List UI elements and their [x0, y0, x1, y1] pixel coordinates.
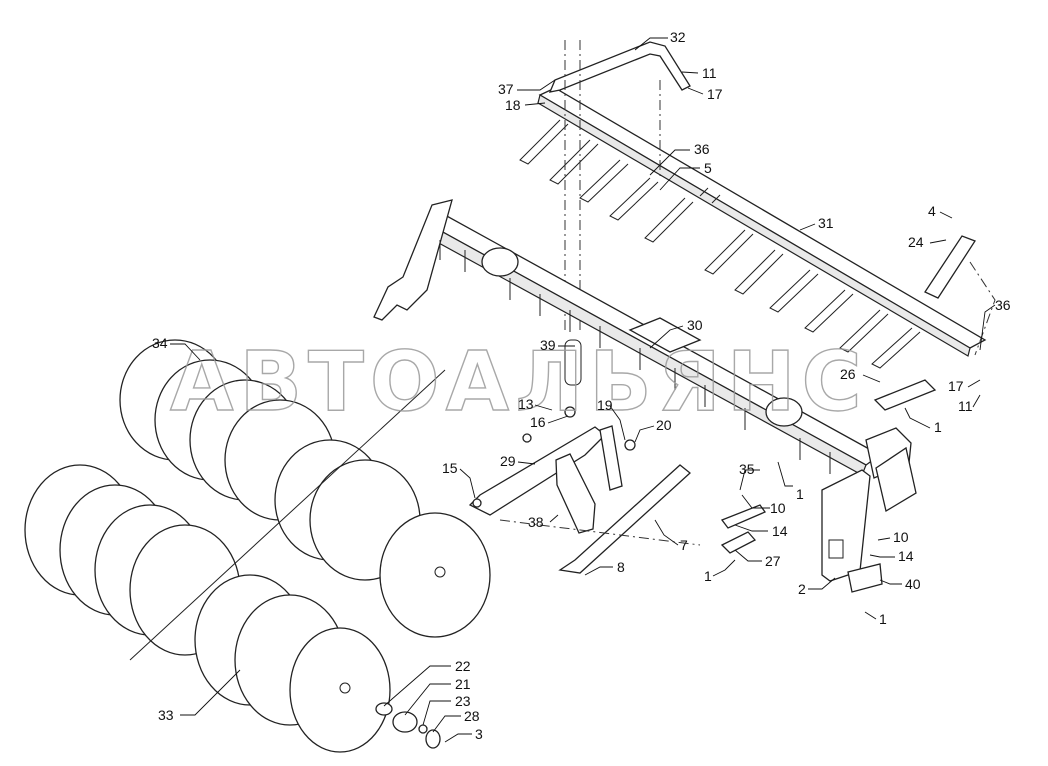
callout-label: 15	[442, 460, 458, 476]
callout-label: 40	[905, 576, 921, 592]
callout-label: 8	[617, 559, 625, 575]
callout-label: 37	[498, 81, 514, 97]
callout-label: 39	[540, 337, 556, 353]
callout-label: 32	[670, 29, 686, 45]
callout-label: 10	[770, 500, 786, 516]
callout-label: 4	[928, 203, 936, 219]
callout-label: 21	[455, 676, 471, 692]
callout-label: 16	[530, 414, 546, 430]
callout-label: 1	[879, 611, 887, 627]
upper-harrow-frame	[519, 40, 996, 411]
callout-label: 2	[798, 581, 806, 597]
callout-label: 1	[704, 568, 712, 584]
callout-label: 18	[505, 97, 521, 113]
callout-label: 17	[707, 86, 723, 102]
callout-label: 38	[528, 514, 544, 530]
callout-label: 14	[772, 523, 788, 539]
callout-label: 28	[464, 708, 480, 724]
callout-label: 11	[702, 65, 717, 81]
callout-leaders	[170, 37, 996, 743]
callout-label: 33	[158, 707, 174, 723]
callout-label: 13	[518, 396, 534, 412]
callout-label: 1	[934, 419, 942, 435]
hardware	[375, 339, 883, 749]
callout-label: 17	[948, 378, 964, 394]
callout-label: 22	[455, 658, 471, 674]
callout-label: 20	[656, 417, 672, 433]
callout-label: 26	[840, 366, 856, 382]
roller-disc-assembly	[24, 339, 491, 753]
callout-label: 23	[455, 693, 471, 709]
callout-label: 19	[597, 397, 613, 413]
callout-label: 36	[995, 297, 1011, 313]
linkage-arms	[468, 425, 701, 574]
main-frame	[373, 199, 917, 582]
callout-label: 14	[898, 548, 914, 564]
callout-label: 35	[739, 461, 755, 477]
callout-label: 24	[908, 234, 924, 250]
callout-label: 34	[152, 335, 168, 351]
callout-label: 1	[796, 486, 804, 502]
callout-labels: 32 37 18 11 17 36 5 4 24 31 36 30 39 34 …	[152, 29, 1011, 742]
callout-label: 29	[500, 453, 516, 469]
callout-label: 31	[818, 215, 834, 231]
callout-label: 27	[765, 553, 781, 569]
callout-label: 30	[687, 317, 703, 333]
callout-label: 5	[704, 160, 712, 176]
watermark-text: АВТОАЛЬЯНС	[170, 335, 868, 430]
callout-label: 10	[893, 529, 909, 545]
callout-label: 3	[475, 726, 483, 742]
callout-label: 36	[694, 141, 710, 157]
callout-label: 7	[680, 537, 688, 553]
callout-label: 11	[958, 398, 973, 414]
